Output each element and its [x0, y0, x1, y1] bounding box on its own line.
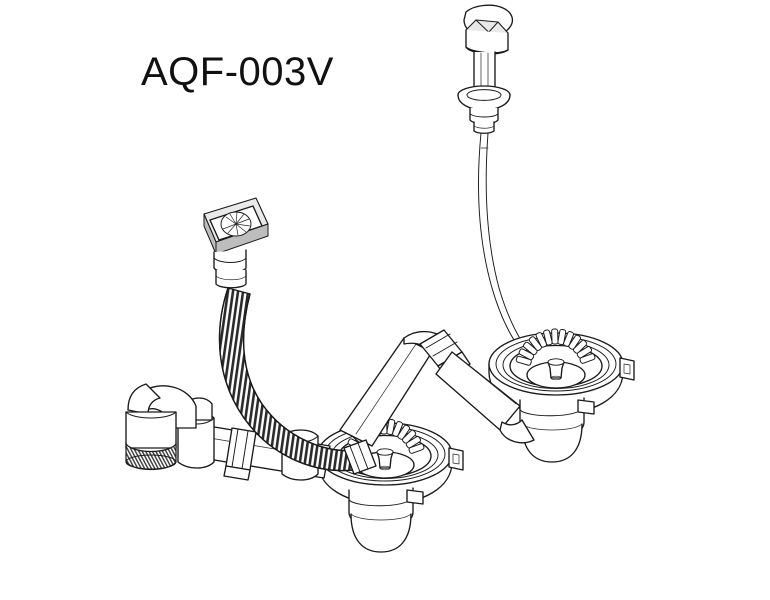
strainer-right-part — [487, 331, 635, 466]
rotary-knob-part — [456, 4, 516, 138]
overflow-plate-part — [202, 196, 272, 291]
page-title: AQF-003V — [141, 50, 334, 94]
corrugated-hose-part — [210, 286, 380, 476]
tee-junction-part — [176, 394, 220, 472]
